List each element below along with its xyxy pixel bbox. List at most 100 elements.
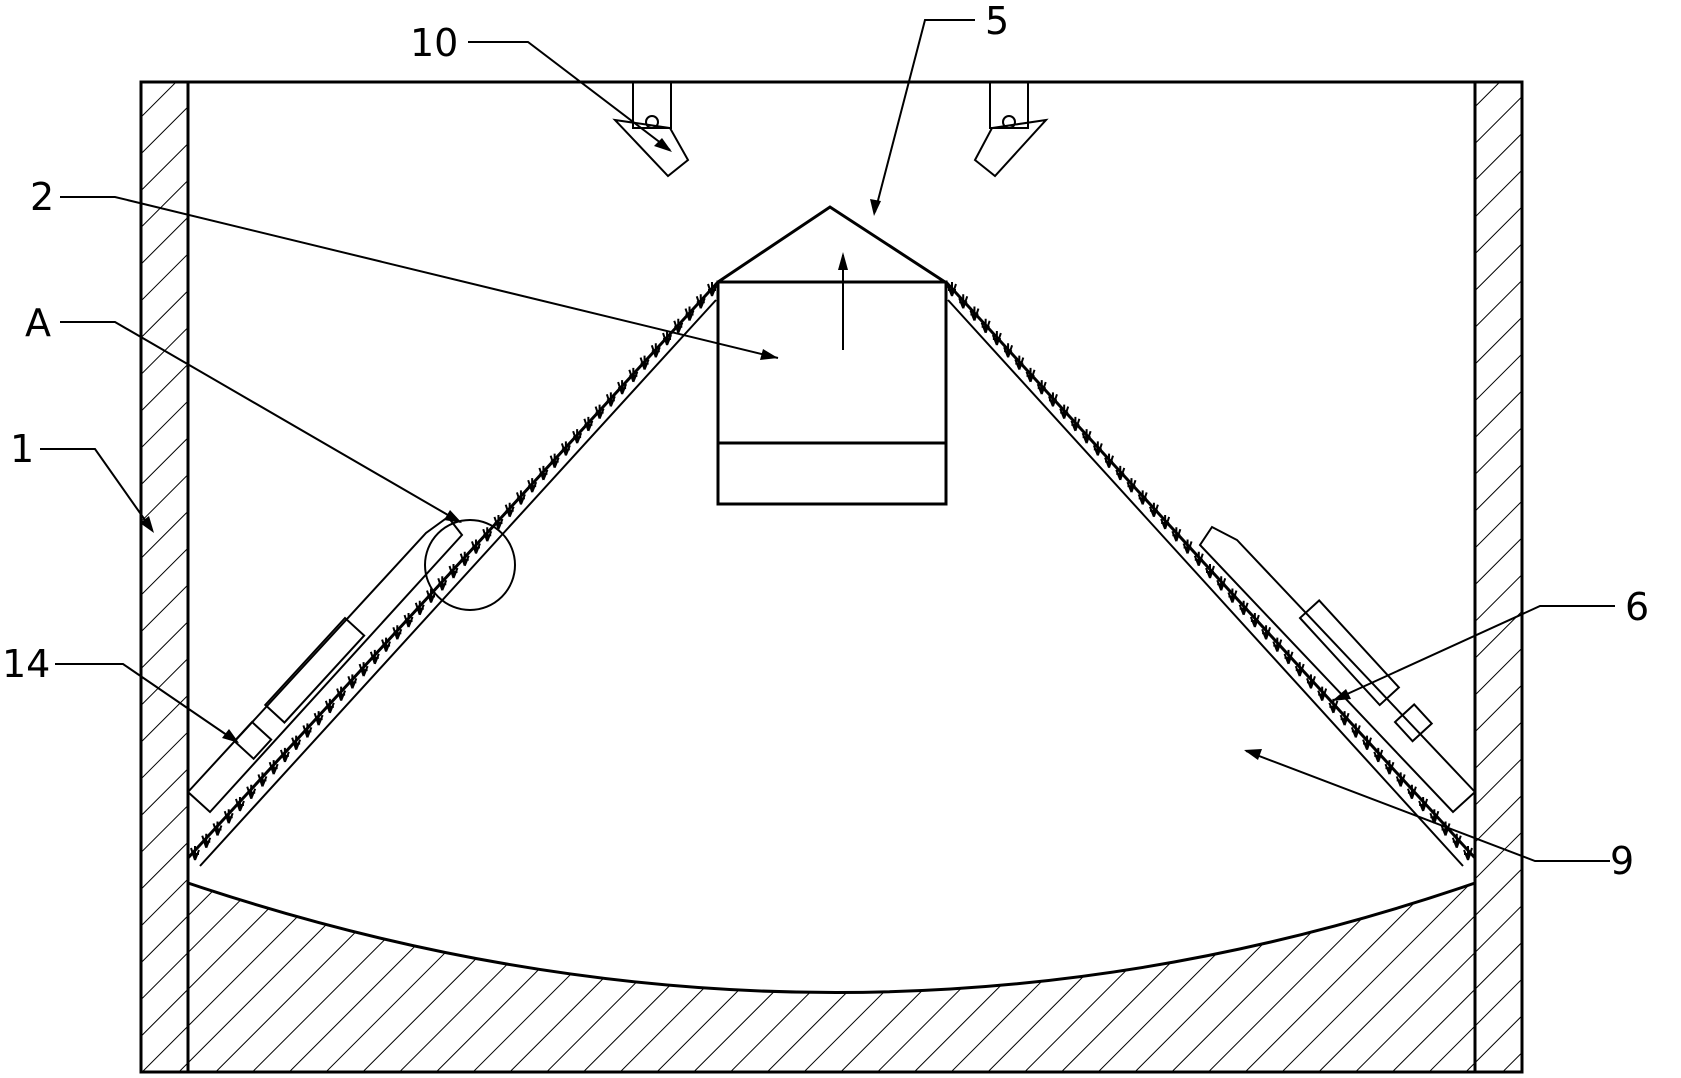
bristle-tuft	[1362, 735, 1372, 751]
bristle-tuft	[947, 282, 957, 297]
bristle-tuft	[958, 294, 969, 309]
roof-peak	[717, 205, 946, 284]
bristle-tuft	[1395, 772, 1406, 787]
bristle-tuft	[482, 527, 493, 542]
bristle-tuft	[1283, 649, 1294, 665]
bristle-tuft	[1115, 465, 1126, 481]
bristle-tuft	[1092, 441, 1103, 456]
bristle-tuft	[1339, 711, 1350, 726]
bristle-tuft	[246, 784, 257, 800]
bristle-tuft	[1429, 809, 1440, 824]
bristle-tuft	[459, 551, 470, 567]
bristle-tuft	[628, 367, 639, 383]
bristle-tuft	[1182, 539, 1193, 554]
spray-nozzle-left	[612, 81, 690, 178]
bristle-tuft	[324, 698, 335, 714]
bristle-tuft	[471, 539, 481, 554]
bristle-tuft	[302, 723, 313, 738]
label-14: 14	[2, 642, 50, 686]
bristle-tuft	[1025, 367, 1036, 383]
bristle-tuft	[358, 662, 369, 677]
bristle-tuft	[1294, 662, 1305, 677]
bristle-tuft	[594, 404, 605, 419]
bristle-tuft	[1081, 429, 1092, 444]
left-slide-rail	[186, 515, 464, 814]
bristle-tuft	[1384, 760, 1395, 775]
bristle-tuft	[426, 588, 436, 603]
bristle-tuft	[1036, 380, 1047, 395]
bristle-tuft	[1373, 747, 1384, 763]
bristle-tuft	[572, 429, 583, 444]
right-slide-rail	[1198, 525, 1477, 814]
bristle-tuft	[1463, 846, 1473, 861]
bristle-tuft	[190, 846, 200, 861]
housing	[139, 80, 1524, 1074]
bristle-tuft	[212, 821, 223, 836]
central-box	[716, 252, 948, 506]
bristle-tuft	[1328, 698, 1339, 714]
label-9: 9	[1610, 839, 1634, 883]
bristle-tuft	[291, 735, 302, 751]
detail-circle-a	[424, 519, 516, 611]
bristle-tuft	[1317, 686, 1328, 701]
bristle-tuft	[1171, 527, 1182, 542]
bristle-tuft	[336, 686, 347, 701]
label-2: 2	[30, 175, 54, 219]
bristle-tuft	[201, 833, 212, 849]
bristle-tuft	[707, 282, 717, 297]
label-5: 5	[985, 0, 1009, 43]
bristle-tuft	[268, 760, 279, 775]
bristle-tuft	[1160, 514, 1171, 530]
bristle-tuft	[1137, 490, 1148, 505]
bristle-tuft	[617, 380, 628, 395]
bristle-tuft	[527, 478, 538, 493]
bristle-tuft	[560, 441, 571, 456]
bristle-tuft	[1148, 502, 1159, 518]
bristle-tuft	[381, 637, 391, 652]
bristle-tuft	[1126, 478, 1137, 493]
right-sloped-screen	[944, 280, 1477, 867]
bristle-tuft	[392, 625, 403, 640]
bristle-tuft	[1227, 588, 1238, 603]
bristle-tuft	[279, 747, 290, 763]
bristle-tuft	[515, 490, 526, 505]
bristle-tuft	[313, 711, 324, 726]
bristle-tuft	[1070, 416, 1081, 432]
reference-labels: 10 5 2 A 1 14 6 9	[2, 0, 1649, 883]
bristle-tuft	[991, 331, 1002, 346]
bristle-tuft	[235, 796, 245, 812]
bristle-tuft	[1350, 723, 1361, 738]
spray-nozzle-right	[973, 81, 1049, 178]
bristle-tuft	[437, 576, 448, 591]
bristle-tuft	[1272, 637, 1283, 652]
bristle-tuft	[1451, 833, 1462, 849]
bristle-tuft	[493, 514, 504, 530]
bristle-tuft	[1406, 784, 1417, 800]
bristle-tuft	[1193, 551, 1204, 567]
bristle-tuft	[1306, 674, 1316, 689]
label-6: 6	[1625, 585, 1649, 629]
left-sloped-screen	[186, 280, 720, 867]
label-1: 1	[10, 427, 34, 471]
bristle-tuft	[538, 465, 549, 481]
bristle-tuft	[257, 772, 268, 787]
bristle-tuft	[1238, 600, 1249, 616]
bristle-tuft	[1261, 625, 1272, 640]
bristle-tuft	[1014, 355, 1025, 370]
label-a: A	[25, 301, 51, 345]
bristle-tuft	[448, 564, 459, 579]
bristle-tuft	[1418, 796, 1429, 812]
bristle-tuft	[605, 392, 616, 407]
bristle-tuft	[223, 809, 234, 824]
bristle-tuft	[1003, 343, 1014, 358]
bristle-tuft	[639, 355, 650, 370]
bristle-tuft	[1048, 392, 1058, 407]
bristle-tuft	[1216, 576, 1227, 591]
bristle-tuft	[549, 453, 560, 469]
bristle-tuft	[684, 306, 695, 321]
bristle-tuft	[695, 294, 706, 309]
bristle-tuft	[504, 502, 515, 518]
bristle-tuft	[1440, 821, 1451, 836]
bristle-tuft	[969, 306, 980, 321]
